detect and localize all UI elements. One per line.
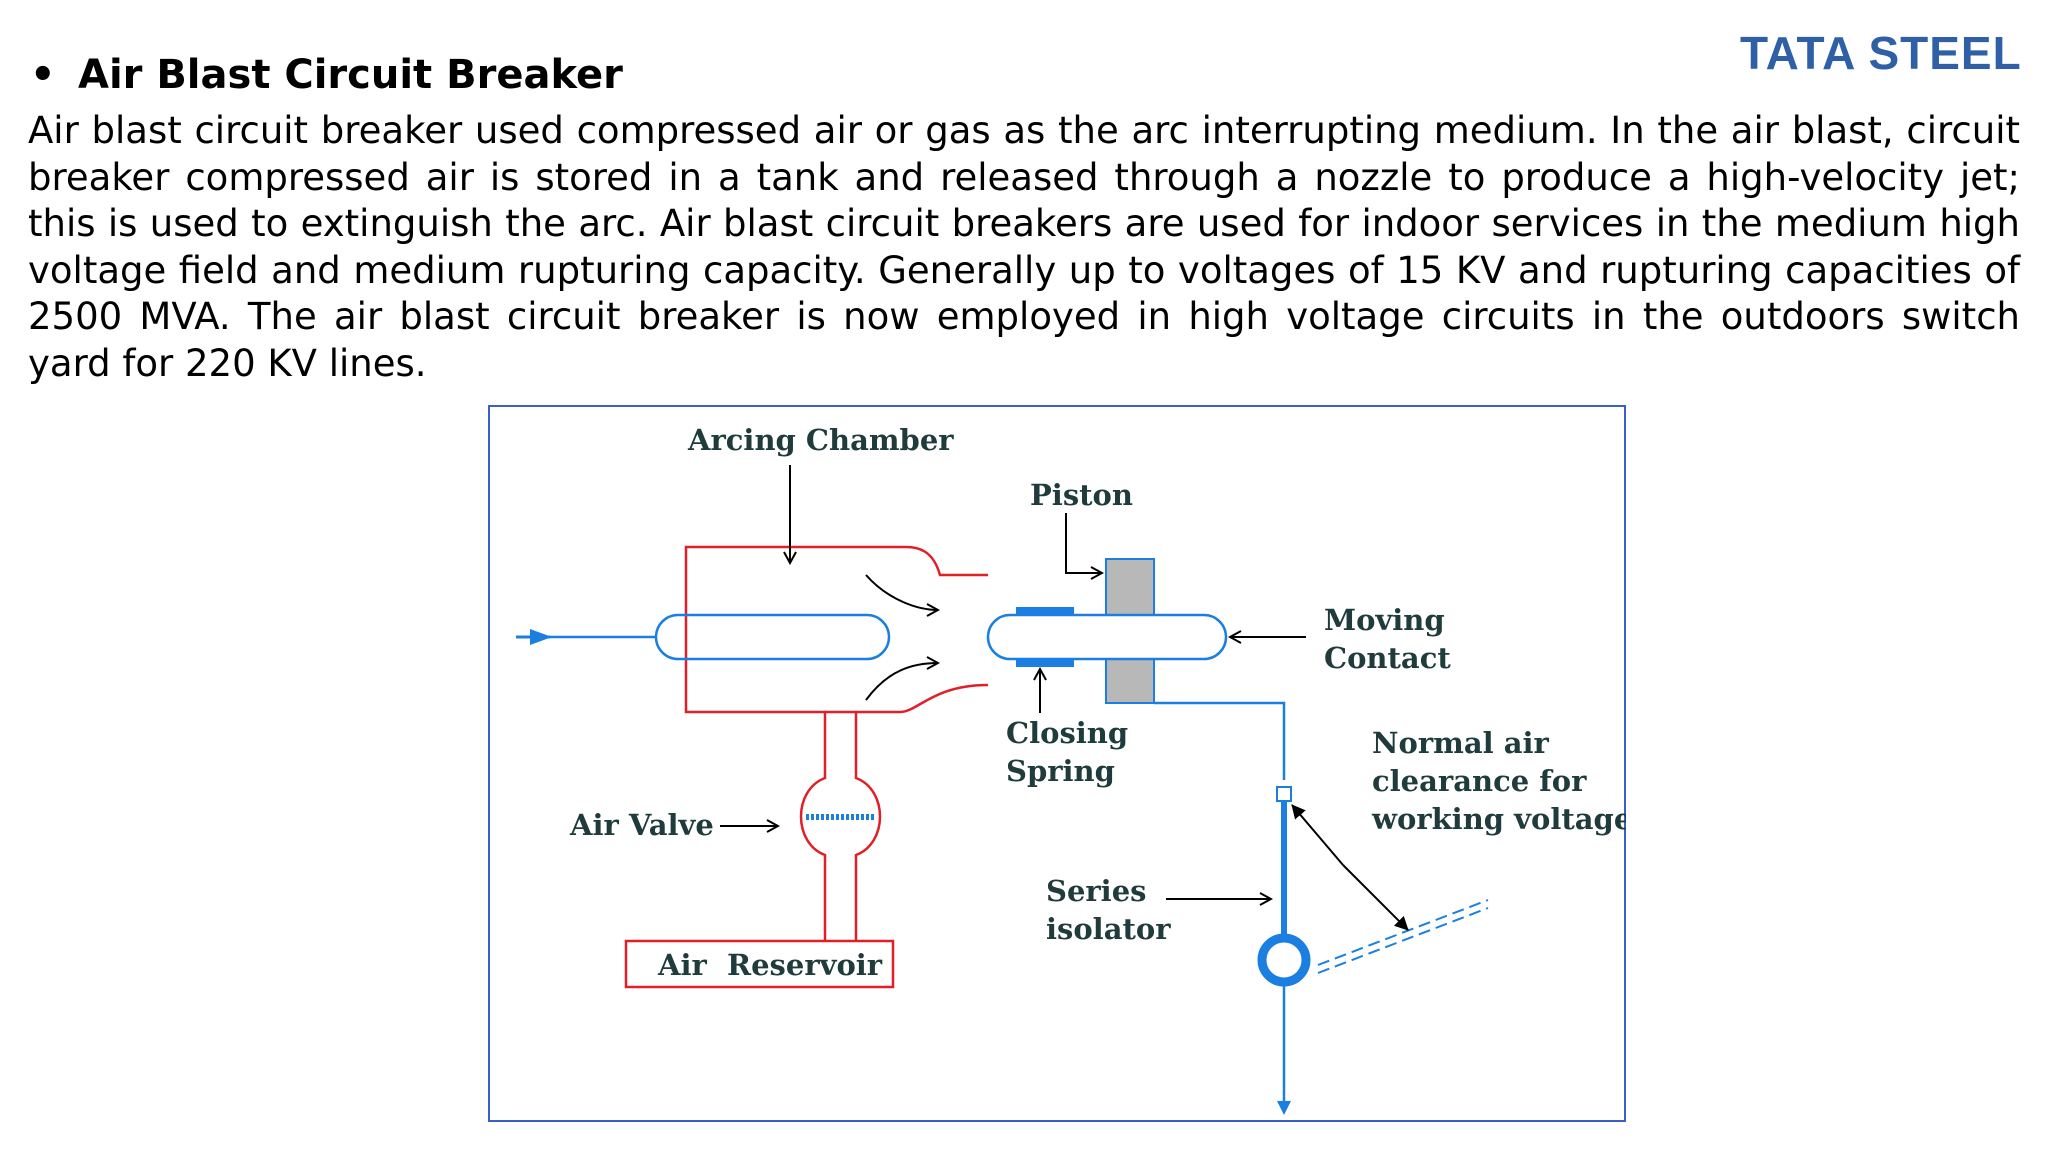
isolator-ring (1257, 933, 1311, 987)
moving-contact (986, 613, 1228, 661)
bullet: • (30, 52, 56, 98)
closing-spring-top (1016, 607, 1074, 614)
open-position-b (1317, 907, 1489, 974)
tata-steel-logo: TATA STEEL (1740, 27, 2022, 79)
label-air-valve: Air Valve (569, 808, 714, 842)
output-line (1154, 701, 1286, 780)
closing-spring-bottom (1016, 660, 1074, 667)
label-arcing-chamber: Arcing Chamber (687, 423, 954, 457)
label-normal-air-2: clearance for (1372, 764, 1587, 798)
fixed-contact (654, 613, 891, 661)
air-pipe (799, 712, 882, 941)
diagram-frame (488, 405, 1626, 1122)
label-normal-air-3: working voltage (1371, 802, 1626, 836)
slide-title: • Air Blast Circuit Breaker (30, 52, 623, 106)
piston-pointer (1065, 513, 1102, 573)
description-paragraph: Air blast circuit breaker used compresse… (28, 109, 2020, 385)
output-arrow (1277, 1101, 1291, 1115)
air-blast-diagram: Arcing Chamber Piston Moving Contact Clo… (488, 405, 1626, 1122)
air-flow-arrow-bottom (865, 663, 938, 701)
label-air-reservoir: Air Reservoir (657, 948, 883, 982)
label-series-isolator-1: Series (1046, 874, 1146, 908)
clearance-pointer-a (1291, 804, 1344, 866)
label-moving-contact-1: Moving (1324, 603, 1445, 637)
label-closing-spring-2: Spring (1006, 754, 1115, 788)
label-series-isolator-2: isolator (1046, 912, 1171, 946)
clearance-pointer-b (1342, 864, 1409, 931)
open-position-a (1317, 899, 1489, 966)
label-moving-contact-2: Contact (1324, 641, 1451, 675)
label-closing-spring-1: Closing (1006, 716, 1128, 750)
air-reservoir (624, 939, 895, 989)
isolator-hinge (1276, 786, 1292, 802)
label-normal-air-1: Normal air (1372, 726, 1550, 760)
label-piston: Piston (1030, 478, 1133, 512)
title-text: Air Blast Circuit Breaker (78, 52, 623, 98)
diagram-svg: Arcing Chamber Piston Moving Contact Clo… (488, 405, 1626, 1122)
air-flow-arrow-top (865, 574, 938, 610)
arcing-chamber (684, 545, 989, 714)
